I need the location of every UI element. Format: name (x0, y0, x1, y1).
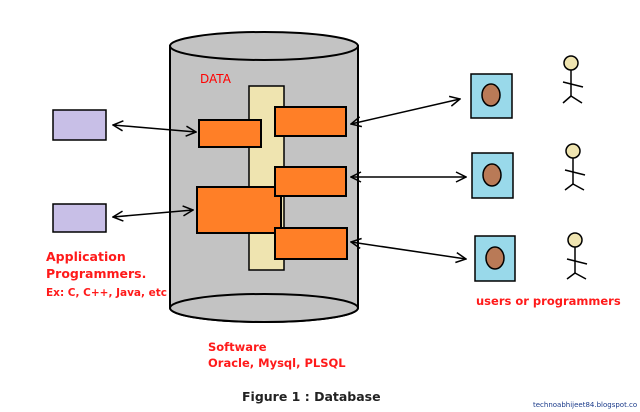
application-terminal-2 (52, 203, 107, 233)
cylinder-top (169, 31, 359, 61)
users-label: users or programmers (476, 294, 621, 308)
person-icon-3 (566, 232, 588, 280)
application-programmers-label: Application Programmers. (46, 248, 146, 282)
arrow-terminal-1 (113, 125, 196, 132)
data-block-4 (274, 166, 347, 197)
watermark-link[interactable]: technoabhijeet84.blogspot.co (533, 401, 638, 409)
arrow-terminal-2 (113, 210, 193, 217)
person-icon-2 (564, 143, 586, 191)
person-icon-1 (562, 55, 584, 104)
cylinder-bottom (169, 293, 359, 323)
face-icon (482, 163, 502, 187)
software-title: Software (208, 340, 267, 354)
data-block-5 (274, 227, 348, 260)
application-terminal-1 (52, 109, 107, 141)
application-programmers-line1: Application (46, 249, 126, 264)
data-block-2 (274, 106, 347, 137)
application-programmers-line2: Programmers. (46, 266, 147, 281)
user-workstation-2 (471, 152, 514, 199)
application-examples-label: Ex: C, C++, Java, etc (46, 287, 168, 299)
figure-caption: Figure 1 : Database (242, 389, 381, 404)
data-block-1 (198, 119, 262, 148)
user-workstation-1 (470, 73, 513, 119)
data-label: DATA (200, 72, 231, 86)
face-icon (485, 246, 505, 270)
software-label: Software Oracle, Mysql, PLSQL (208, 339, 346, 371)
data-block-3 (196, 186, 282, 234)
user-workstation-3 (474, 235, 516, 282)
arrow-workstation-3 (351, 242, 466, 259)
face-icon (481, 83, 501, 107)
software-examples: Oracle, Mysql, PLSQL (208, 356, 346, 370)
arrow-workstation-1 (351, 99, 460, 124)
